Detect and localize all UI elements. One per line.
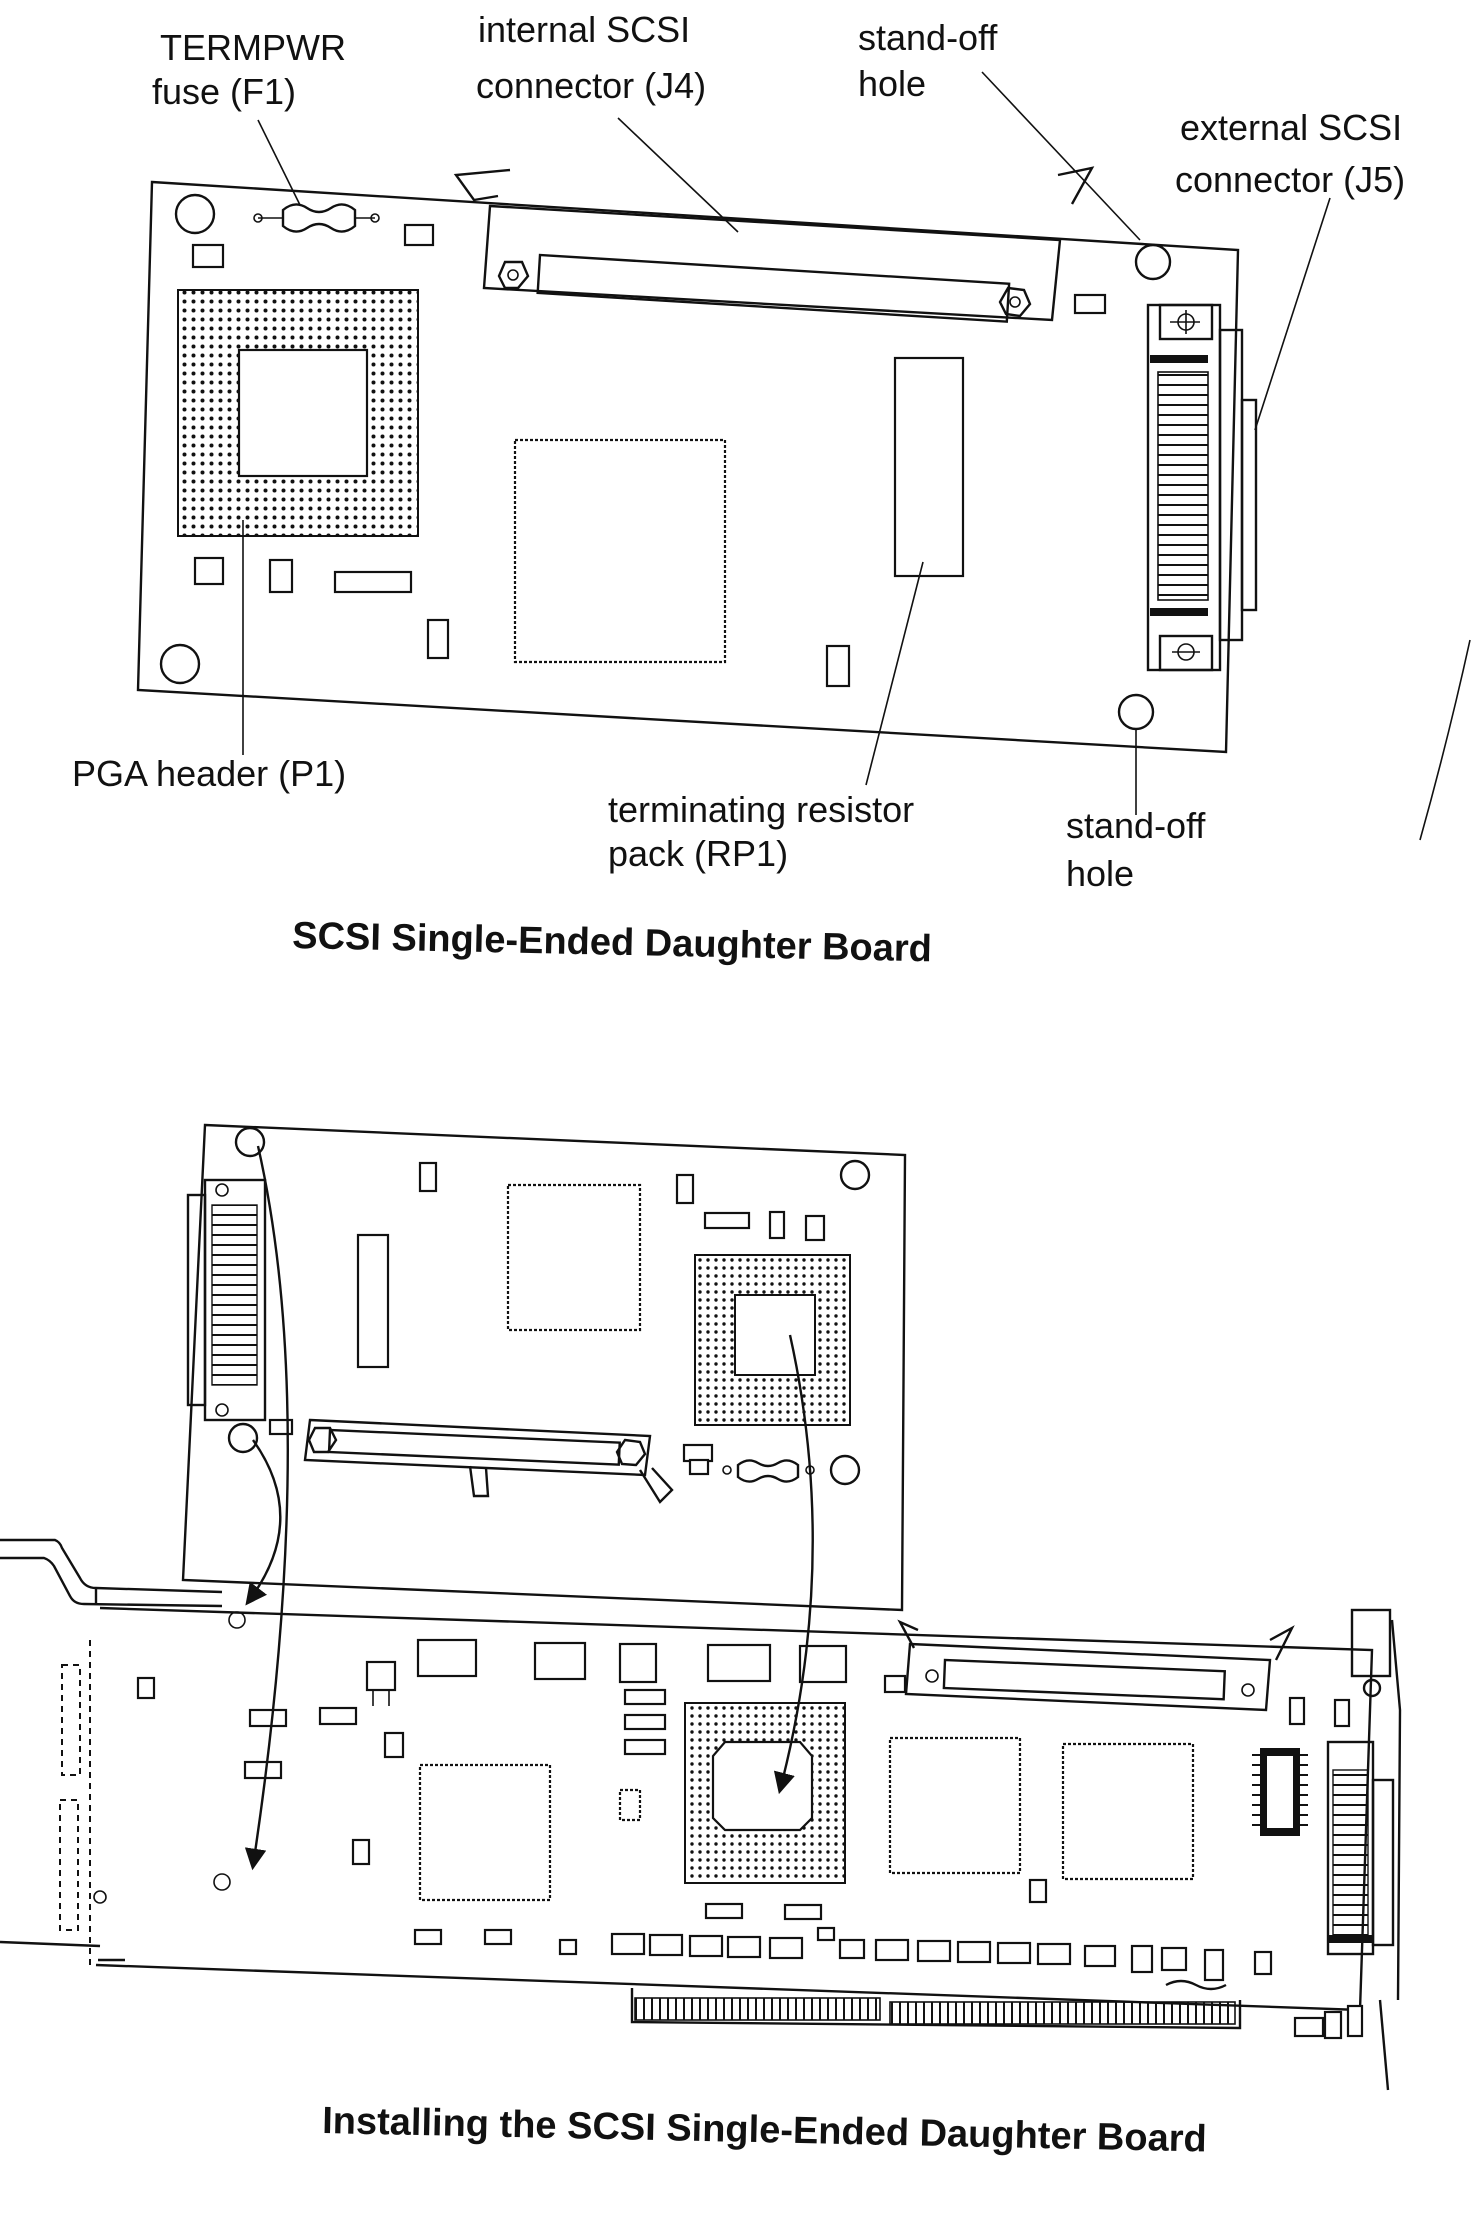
stand-off-hole-top [1134, 243, 1172, 281]
small-component [825, 644, 851, 688]
label-external-2: connector (J5) [1175, 159, 1405, 200]
arrow-standoff-1 [244, 1145, 289, 1871]
external-scsi-connector [1146, 303, 1258, 672]
label-resistor-2: pack (RP1) [608, 833, 788, 874]
installation-figure: Installing the SCSI Single-Ended Daughte… [0, 1123, 1402, 2161]
label-termpwr-1: TERMPWR [160, 27, 346, 68]
pga-header [177, 289, 419, 537]
small-component [268, 558, 294, 594]
daughter-board-figure: TERMPWR fuse (F1) internal SCSI connecto… [72, 9, 1471, 970]
stand-off-hole-bottom [1117, 693, 1155, 731]
label-external-1: external SCSI [1180, 107, 1402, 148]
label-internal-1: internal SCSI [478, 9, 690, 50]
small-component [403, 223, 435, 247]
arrow-standoff-2 [245, 1439, 282, 1606]
label-termpwr-2: fuse (F1) [152, 71, 296, 112]
label-standoff-top-1: stand-off [858, 17, 998, 58]
leader-line-external [1254, 197, 1331, 431]
leader-line-internal [617, 117, 739, 233]
label-internal-2: connector (J4) [476, 65, 706, 106]
mounting-hole-bottom-left [159, 643, 201, 685]
scsi-controller-chip [513, 438, 727, 664]
small-component [193, 556, 225, 586]
figure2-caption: Installing the SCSI Single-Ended Daughte… [322, 2100, 1207, 2161]
label-pga: PGA header (P1) [72, 753, 346, 794]
terminating-resistor-pack [893, 356, 965, 578]
host-adapter-board [0, 1606, 1402, 2091]
arrow-pga [773, 1334, 814, 1795]
mounting-hole-top-left [174, 193, 216, 235]
mounting-bracket [0, 1538, 223, 1608]
small-component [1073, 293, 1107, 315]
small-component [333, 570, 413, 594]
termpwr-fuse [253, 203, 380, 233]
leader-line-standoff-top [981, 71, 1141, 241]
leader-line-resistor [865, 561, 924, 786]
label-standoff-bottom-2: hole [1066, 853, 1134, 894]
figure1-caption: SCSI Single-Ended Daughter Board [292, 915, 932, 970]
daughter-board [136, 180, 1240, 754]
internal-scsi-connector [453, 166, 1095, 323]
page-edge-mark [1419, 639, 1471, 841]
label-standoff-top-2: hole [858, 63, 926, 104]
leader-line-termpwr [257, 119, 301, 206]
small-component [191, 243, 225, 269]
label-resistor-1: terminating resistor [608, 789, 914, 830]
small-component [426, 618, 450, 660]
label-standoff-bottom-1: stand-off [1066, 805, 1206, 846]
daughter-board-inverted [181, 1123, 907, 1612]
